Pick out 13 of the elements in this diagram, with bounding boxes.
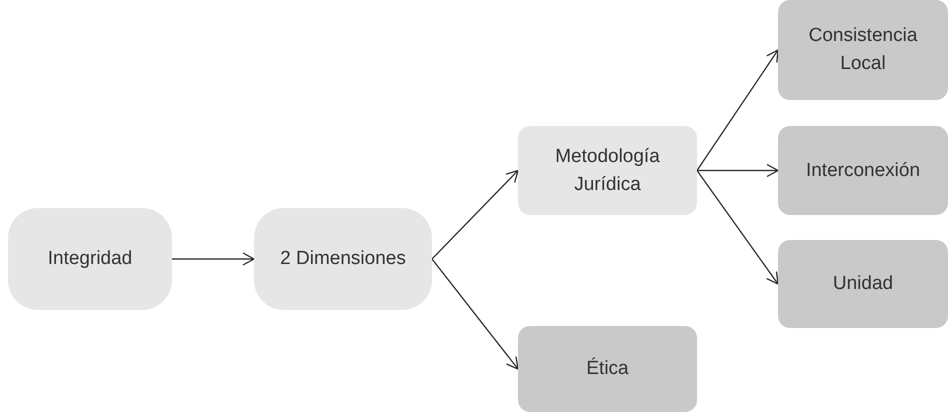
arrow: [432, 170, 519, 260]
process-box: Consistencia Local: [778, 0, 948, 100]
arrow: [696, 170, 779, 285]
process-box: Interconexión: [778, 126, 948, 215]
arrow: [172, 252, 255, 266]
arrow: [432, 258, 519, 370]
process-box: Unidad: [778, 240, 948, 328]
process-box: Metodología Jurídica: [518, 126, 697, 215]
process-box: Ética: [518, 326, 697, 412]
process-box: Integridad: [8, 208, 172, 310]
process-box: 2 Dimensiones: [254, 208, 432, 310]
arrow: [697, 164, 779, 178]
arrow: [696, 49, 779, 171]
